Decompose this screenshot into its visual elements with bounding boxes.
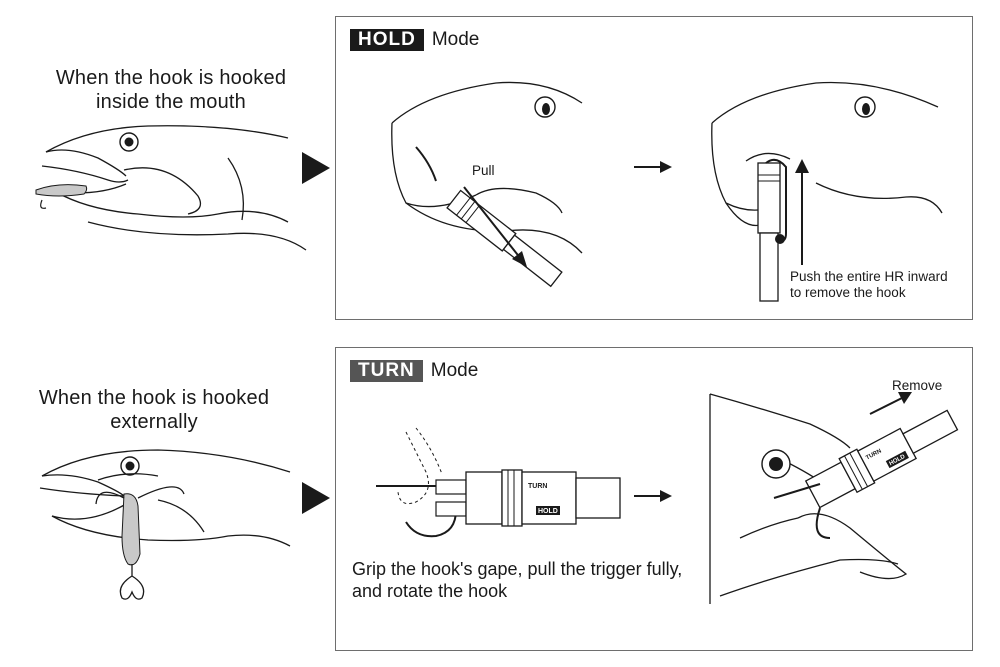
hold-mode-word: Mode [431, 29, 480, 50]
row1-caption-line1: When the hook is hooked [55, 67, 287, 89]
turn-instruction: Grip the hook's gape, pull the trigger f… [352, 558, 682, 602]
turn-badge: TURN [350, 360, 423, 382]
hold-mode-panel: HOLD Mode Pull [335, 16, 973, 320]
turn-step1-illustration: TURN HOLD [376, 427, 621, 538]
hold-step2-illustration [711, 81, 943, 302]
hold-step1-illustration [391, 81, 583, 288]
turn-step2-illustration: TURN HOLD [709, 392, 959, 604]
remove-label: Remove [892, 378, 943, 393]
hold-mode-title: HOLD Mode [350, 29, 479, 51]
pull-label: Pull [472, 163, 495, 178]
hold-badge: HOLD [350, 29, 424, 51]
push-instruction: Push the entire HR inward to remove the … [790, 269, 948, 301]
row1-caption-line2: inside the mouth [96, 91, 246, 113]
row2-arrow-triangle [302, 482, 330, 514]
row2-caption-line2: externally [110, 411, 198, 433]
turn-mode-panel: TURN Mode TURN HOLD [335, 347, 973, 651]
row2-caption-line1: When the hook is hooked [38, 387, 270, 409]
row1-caption: When the hook is hooked inside the mouth [36, 66, 306, 114]
push-line2: to remove the hook [790, 285, 906, 300]
turn-step-arrow [634, 490, 672, 502]
turn-mode-title: TURN Mode [350, 360, 478, 382]
fish-external-hook-illustration [39, 449, 291, 600]
push-line1: Push the entire HR inward [790, 269, 948, 284]
turn-instruction-line2: and rotate the hook [352, 581, 508, 601]
turn-instruction-line1: Grip the hook's gape, pull the trigger f… [352, 559, 683, 579]
row1-arrow-triangle [302, 152, 330, 184]
turn-mode-word: Mode [430, 360, 479, 381]
row2-caption: When the hook is hooked externally [14, 386, 294, 434]
turn-tool-label-hold: HOLD [538, 508, 558, 515]
turn-tool-label-turn: TURN [528, 483, 547, 490]
fish-inside-mouth-illustration [35, 125, 307, 251]
hold-step-arrow [634, 161, 672, 173]
